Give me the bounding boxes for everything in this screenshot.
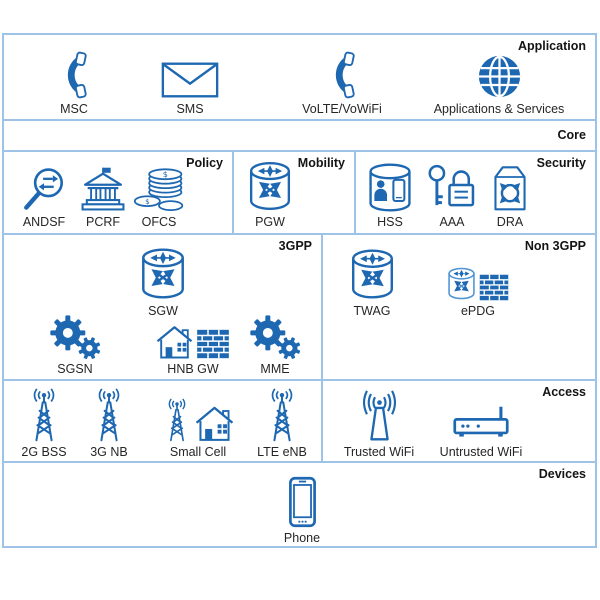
gears-icon (249, 314, 301, 359)
house-icon (195, 405, 234, 442)
radio-tower-icon (90, 388, 128, 442)
node-pgw: PGW (238, 158, 302, 229)
node-label: Trusted WiFi (343, 445, 415, 459)
node-label: PGW (255, 215, 285, 229)
node-label: SGW (148, 304, 178, 318)
radio-tower-icon (162, 398, 192, 442)
node-sms: SMS (145, 49, 235, 116)
firewall-icon (479, 274, 509, 301)
gears-icon (49, 314, 101, 359)
node-hss: HSS (358, 160, 422, 229)
threegpp-section: 3GPP SGW SGSN HNB GW MME (2, 233, 323, 381)
node-label: Applications & Services (433, 102, 565, 116)
node-volte-vowifi: VoLTE/VoWiFi (292, 49, 392, 116)
node-label: LTE eNB (257, 445, 307, 459)
globe-icon (477, 54, 522, 99)
node-label: Untrusted WiFi (439, 445, 523, 459)
firewall-icon (196, 329, 230, 359)
node-trusted-wifi: Trusted WiFi (337, 386, 421, 459)
node-phone: Phone (262, 474, 342, 545)
policy-section: Policy ANDSF PCRF OFCS (2, 150, 234, 235)
router-cylinder-icon (350, 247, 395, 301)
router-cylinder-icon (140, 246, 186, 301)
node-label: DRA (496, 215, 524, 229)
secure-router-icon (489, 163, 531, 212)
node-label: TWAG (353, 304, 391, 318)
node-lte-enb: LTE eNB (246, 386, 318, 459)
core-section-title: Core (557, 128, 586, 142)
security-section-title: Security (536, 156, 586, 170)
key-lock-icon (426, 163, 478, 212)
smartphone-icon (288, 476, 317, 528)
node-epdg: ePDG (438, 245, 518, 318)
node-label: OFCS (141, 215, 177, 229)
radio-tower-icon (263, 388, 301, 442)
node-mme: MME (235, 313, 315, 376)
threegpp-section-title: 3GPP (278, 239, 312, 253)
node-pcrf: PCRF (71, 160, 135, 229)
non3gpp-section: Non 3GPP TWAG ePDG (321, 233, 597, 381)
node-label: PCRF (85, 215, 121, 229)
application-section: Application MSC SMS VoLTE/VoWiFi Applica… (2, 33, 597, 121)
node-twag: TWAG (332, 245, 412, 318)
node-label: AAA (439, 215, 465, 229)
subscriber-database-icon (368, 163, 412, 212)
node-sgsn: SGSN (35, 313, 115, 376)
node-label: Phone (283, 531, 321, 545)
wifi-mast-icon (357, 390, 402, 442)
node-andsf: ANDSF (12, 160, 76, 229)
node-label: MME (260, 362, 290, 376)
access-right-section: Access Trusted WiFi Untrusted WiFi (321, 379, 597, 463)
node-untrusted-wifi: Untrusted WiFi (433, 386, 529, 459)
node-msc: MSC (34, 49, 114, 116)
core-section: Core (2, 119, 597, 152)
node-small-cell: Small Cell (155, 386, 241, 459)
radio-tower-icon (25, 388, 63, 442)
node-applications-services: Applications & Services (419, 49, 579, 116)
node-label: ANDSF (22, 215, 66, 229)
node-label: SGSN (57, 362, 93, 376)
node-label: Small Cell (169, 445, 227, 459)
node-ofcs: OFCS (127, 160, 191, 229)
router-cylinder-icon (248, 160, 292, 212)
mobility-section-title: Mobility (297, 156, 345, 170)
devices-section: Devices Phone (2, 461, 597, 548)
node-3g-nb: 3G NB (73, 386, 145, 459)
node-2g-bss: 2G BSS (8, 386, 80, 459)
node-label: VoLTE/VoWiFi (302, 102, 382, 116)
house-icon (156, 325, 193, 359)
mobility-section: Mobility PGW (232, 150, 356, 235)
node-aaa: AAA (420, 160, 484, 229)
coins-icon (133, 167, 185, 212)
node-label: SMS (176, 102, 204, 116)
wifi-router-icon (451, 404, 511, 442)
application-section-title: Application (517, 39, 586, 53)
node-label: HSS (377, 215, 403, 229)
node-sgw: SGW (123, 245, 203, 318)
magnifier-sync-icon (21, 166, 67, 212)
node-dra: DRA (478, 160, 542, 229)
access-left-section: 2G BSS 3G NB Small Cell LTE eNB (2, 379, 323, 463)
phone-handset-icon (325, 51, 359, 99)
node-label: ePDG (460, 304, 496, 318)
node-label: MSC (60, 102, 88, 116)
devices-section-title: Devices (538, 467, 586, 481)
node-label: HNB GW (167, 362, 219, 376)
router-cylinder-icon (447, 266, 476, 301)
node-hnb-gw: HNB GW (153, 313, 233, 376)
security-section: Security HSS AAA DRA (354, 150, 597, 235)
phone-handset-icon (57, 51, 91, 99)
bank-icon (79, 166, 127, 212)
non3gpp-section-title: Non 3GPP (524, 239, 586, 253)
node-label: 3G NB (90, 445, 128, 459)
envelope-icon (161, 61, 219, 99)
access-section-title: Access (542, 385, 586, 399)
policy-section-title: Policy (186, 156, 223, 170)
node-label: 2G BSS (21, 445, 67, 459)
